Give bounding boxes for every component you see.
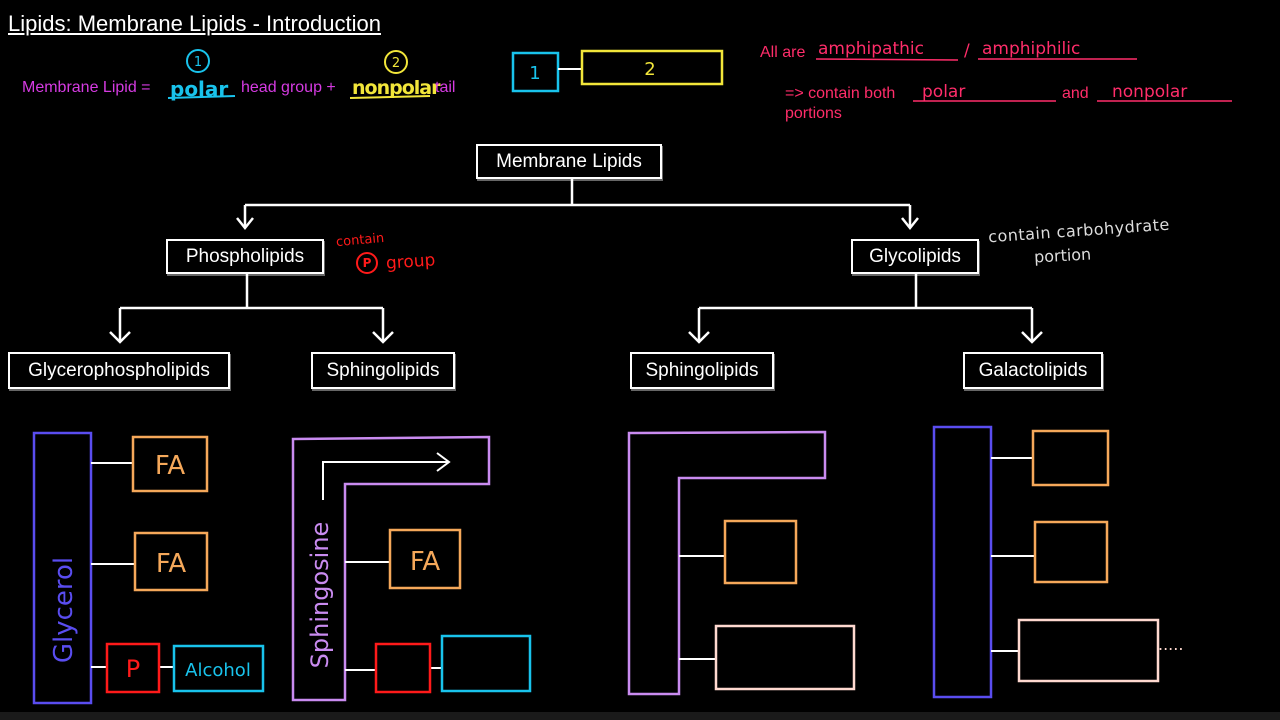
schematic-head-box: [511, 51, 560, 93]
galacto-glycerol-backbone: [932, 425, 993, 699]
galacto-carbohydrate-box: [1017, 618, 1160, 683]
fatty-acid-label-3: FA: [410, 547, 441, 577]
contain-both-text: => contain both: [785, 85, 896, 102]
phosphate-circle-icon: P: [356, 252, 378, 274]
page-title: Lipids: Membrane Lipids - Introduction: [8, 11, 381, 36]
glyco-carbohydrate-box: [714, 624, 856, 691]
fatty-acid-label-2: FA: [156, 549, 187, 579]
membrane-lipids-box: Membrane Lipids: [476, 144, 662, 179]
alcohol-label: Alcohol: [185, 660, 251, 681]
glyco-sphingosine-backbone: [627, 430, 827, 696]
glycerol-label: Glycerol: [49, 557, 79, 663]
sphingosine-backbone: [291, 435, 491, 702]
galactolipids-box: Galactolipids: [963, 352, 1103, 389]
schematic-tail-label: 2: [644, 59, 655, 80]
alcohol-box: [172, 644, 265, 693]
amphipathic-word: amphipathic: [818, 39, 924, 59]
and-text: and: [1062, 85, 1089, 102]
galacto-ellipsis: .....: [1158, 635, 1183, 654]
phospholipids-box: Phospholipids: [166, 239, 324, 274]
nonpolar-number-circle-icon: 2: [384, 50, 408, 74]
galacto-fatty-acid-box-1: [1031, 429, 1110, 487]
polar-number: 1: [194, 55, 202, 70]
glycolipids-box: Glycolipids: [851, 239, 979, 274]
polar-number-circle-icon: 1: [186, 49, 210, 73]
formula-prefix: Membrane Lipid =: [22, 79, 151, 96]
amphipathic-separator: /: [964, 41, 970, 61]
sphingosine-label: Sphingosine: [306, 522, 334, 669]
fatty-acid-box-2: [133, 531, 209, 592]
schematic-tail-box: [580, 49, 724, 86]
amphiphilic-word: amphiphilic: [982, 39, 1081, 59]
fatty-acid-box-3: [388, 528, 462, 590]
phosphate-box: [105, 642, 161, 694]
formula-nonpolar: nonpolar: [352, 77, 440, 99]
nonpolar-number: 2: [392, 56, 400, 71]
sphingo-phosphate-box: [374, 642, 432, 694]
glycerol-backbone: [32, 431, 93, 705]
portions-text: portions: [785, 105, 842, 122]
fatty-acid-box-1: [131, 435, 209, 493]
formula-head-group: head group +: [241, 79, 336, 96]
sphingosine-arrow: [322, 461, 448, 500]
glyco-fatty-acid-box: [723, 519, 798, 585]
formula-tail: tail: [435, 79, 456, 96]
amphipathic-prefix: All are: [760, 44, 806, 61]
sphingolipids-box-phospho: Sphingolipids: [311, 352, 455, 389]
fatty-acid-label-1: FA: [155, 451, 186, 481]
bottom-bar: [0, 712, 1280, 720]
sphingo-alcohol-box: [440, 634, 532, 693]
nonpolar-word: nonpolar: [1112, 82, 1188, 102]
polar-word: polar: [922, 82, 966, 102]
galacto-fatty-acid-box-2: [1033, 520, 1109, 584]
glycerophospholipids-box: Glycerophospholipids: [8, 352, 230, 389]
schematic-head-label: 1: [529, 63, 540, 84]
sphingolipids-box-glyco: Sphingolipids: [630, 352, 774, 389]
phosphate-label: P: [126, 655, 140, 683]
